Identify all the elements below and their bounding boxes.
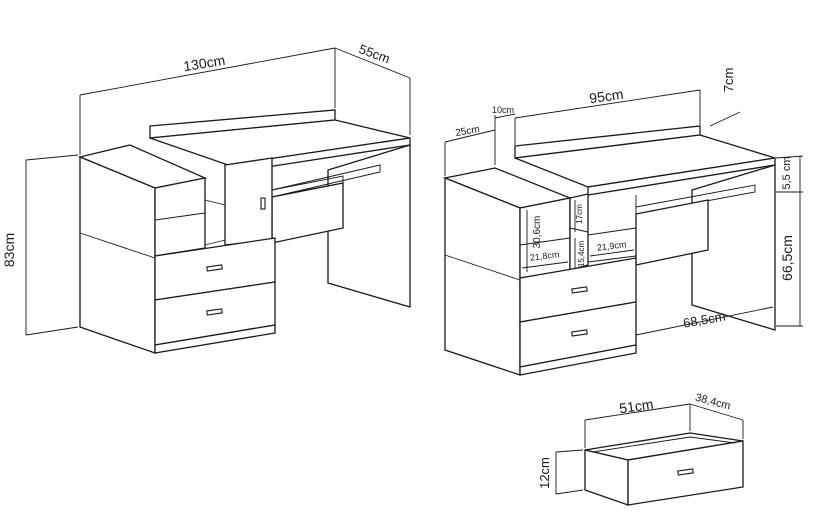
left-width-dim-line [79, 47, 336, 96]
right-lower-drawer-handle [571, 329, 588, 337]
right-topwidth-dim-line [514, 89, 701, 119]
right-innerwidth-label: 21,9cm [596, 239, 627, 253]
drawer-side [584, 449, 629, 506]
right-shelfwidth-dim-line [521, 261, 569, 269]
left-depth-label: 55cm [357, 41, 392, 66]
right-desk-view: 95cm 7cm 10cm 25cm 30,6cm 21,8cm 17cm 15… [442, 68, 804, 376]
right-smallshelf-label: 17cm [575, 204, 584, 224]
drawer-height-label: 12cm [537, 457, 552, 489]
left-upper-drawer-handle [206, 264, 223, 272]
right-shelfwidth-label: 21,8cm [529, 249, 560, 263]
right-mid-panel [569, 193, 589, 271]
right-cabdepth-dim-line [444, 129, 496, 143]
right-shelf-lines [519, 227, 637, 263]
right-upstand-dim-line [709, 111, 741, 127]
right-topthick-ext-a [775, 155, 804, 159]
left-height-label: 83cm [1, 233, 17, 267]
left-width-label: 130cm [182, 52, 226, 74]
left-open-shelf [154, 177, 206, 257]
left-desk-shelf [271, 164, 381, 198]
left-desk-view: 130cm 55cm 83cm [1, 41, 411, 354]
left-plinth [154, 324, 276, 354]
drawer-width-label: 51cm [618, 396, 654, 417]
right-gap-dim-line [494, 113, 516, 119]
right-deskdepth-dim-line [635, 306, 774, 336]
left-cabinet-side [79, 156, 156, 354]
right-desk-leg [691, 164, 776, 331]
drawer-height-ext-a [555, 449, 584, 453]
right-upper-drawer-handle [571, 286, 588, 294]
right-gap-label: 10cm [492, 105, 514, 115]
right-topthick-label: 5,5 cm [781, 156, 793, 189]
left-desk-leg [327, 144, 411, 308]
right-cabinet-side-line [444, 254, 521, 281]
drawer-inner-edge [592, 436, 736, 453]
drawer-depth-dim-line [689, 403, 744, 421]
right-smallgap-label: 15,4cm [577, 241, 586, 268]
right-upstand-label: 7cm [721, 68, 736, 93]
right-innerwidth-dim-line [589, 249, 635, 257]
left-door-handle [260, 197, 266, 210]
drawer-height-ext-b [555, 489, 584, 495]
left-height-ext-a [25, 154, 79, 161]
right-deskdepth-label: 68,5cm [682, 308, 727, 330]
drawer-handle [677, 468, 694, 476]
right-cabdepth-label: 25cm [455, 124, 481, 139]
drawer-depth-label: 38,4cm [694, 392, 732, 413]
right-desk-drawer [635, 199, 709, 266]
right-shelfheight-label: 30,6cm [532, 216, 543, 249]
right-open-shelf [519, 197, 571, 279]
left-open-shelf-lines [154, 199, 226, 246]
left-depth-dim-line [334, 47, 411, 79]
right-plinth [519, 344, 637, 376]
left-height-ext-b [25, 326, 79, 336]
left-cabinet-side-line [79, 232, 156, 259]
right-topwidth-label: 95cm [588, 86, 624, 107]
left-lower-drawer-handle [206, 308, 223, 316]
right-deskheight-label: 66,5cm [779, 235, 795, 281]
drawer-width-dim-line [584, 403, 691, 421]
drawer-detail-view: 51cm 38,4cm 12cm [537, 392, 744, 506]
